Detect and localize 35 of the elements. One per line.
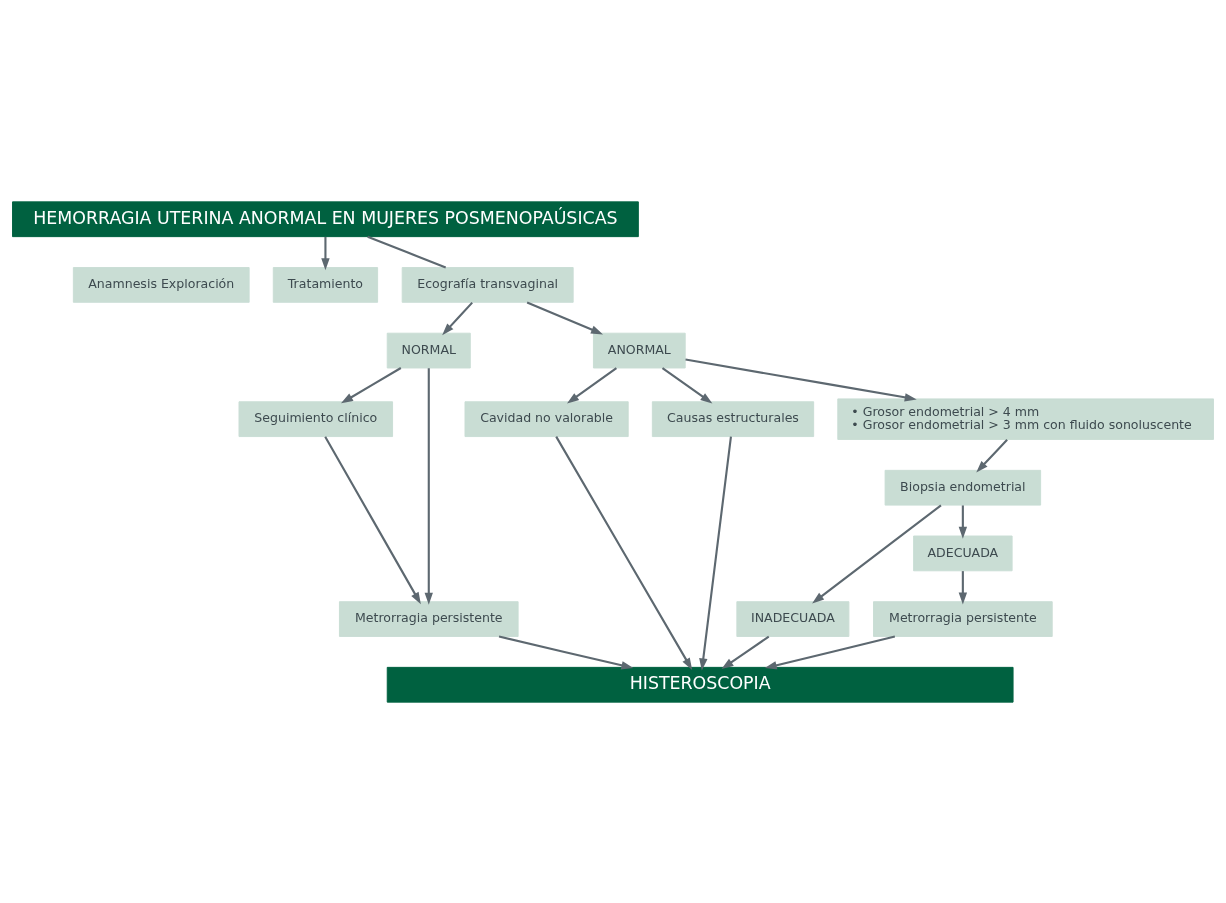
node-box: Ecografía transvaginal bbox=[401, 266, 574, 303]
arrow bbox=[812, 504, 942, 603]
arrow bbox=[555, 435, 693, 670]
arrow bbox=[526, 301, 604, 334]
node-box: INADECUADA bbox=[736, 600, 850, 637]
arrow bbox=[976, 438, 1008, 473]
arrow bbox=[498, 635, 634, 669]
node-box: ANORMAL bbox=[592, 332, 686, 368]
arrow bbox=[958, 570, 968, 604]
node-box: Tratamiento bbox=[272, 266, 379, 303]
arrow bbox=[661, 366, 713, 404]
arrow bbox=[958, 504, 968, 539]
node-box: Seguimiento clínico bbox=[238, 400, 394, 437]
connector bbox=[367, 235, 447, 268]
node-box: Causas estructurales bbox=[651, 400, 815, 437]
arrow bbox=[764, 635, 896, 669]
node-box: Metrorragia persistente bbox=[338, 600, 519, 637]
arrow bbox=[321, 236, 330, 270]
arrow bbox=[442, 301, 473, 335]
node-box: Biopsia endometrial bbox=[884, 469, 1042, 506]
node-box: HEMORRAGIA UTERINA ANORMAL EN MUJERES POSMENOPAÚSICAS bbox=[12, 200, 639, 237]
arrow bbox=[685, 358, 917, 401]
arrow bbox=[341, 366, 402, 403]
arrow bbox=[566, 366, 617, 404]
node-box: Anamnesis Exploración bbox=[72, 266, 250, 303]
arrow bbox=[324, 435, 421, 604]
node-box: ADECUADA bbox=[913, 535, 1013, 571]
node-box: • Grosor endometrial > 4 mm • Grosor endometrial > 3 mm con fluido sonoluscente bbox=[837, 397, 1214, 440]
arrow bbox=[424, 367, 433, 605]
node-box: Cavidad no valorable bbox=[464, 400, 629, 437]
arrow bbox=[699, 436, 732, 670]
node-box: NORMAL bbox=[386, 332, 471, 368]
node-box: Metrorragia persistente bbox=[873, 600, 1053, 637]
arrow bbox=[721, 635, 770, 669]
node-box: HISTEROSCOPIA bbox=[386, 666, 1014, 703]
